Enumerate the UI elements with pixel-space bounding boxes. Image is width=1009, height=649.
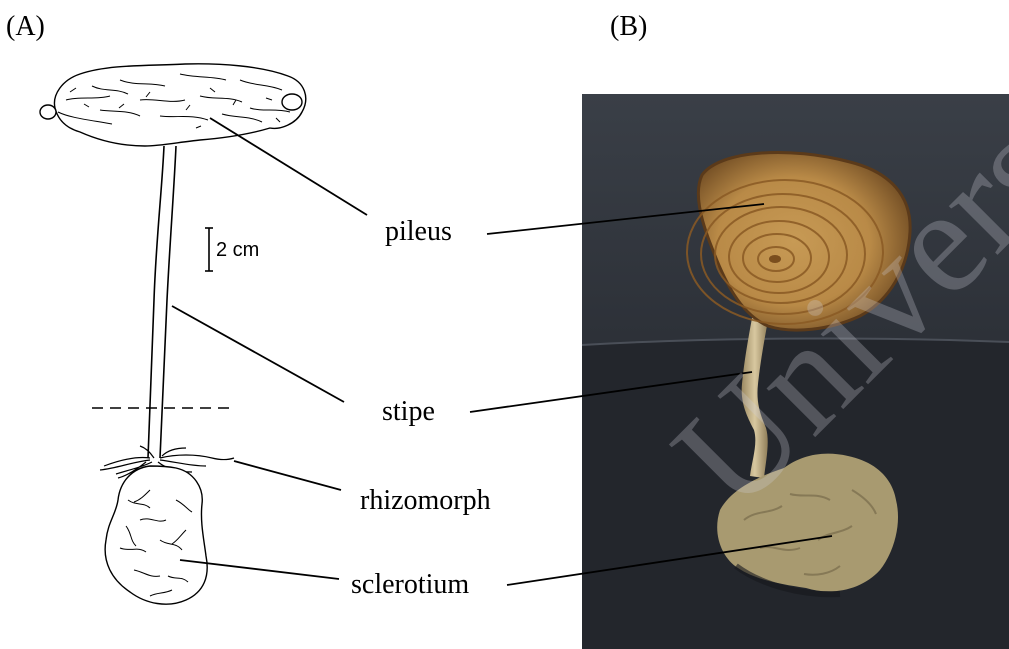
pileus-drawing bbox=[40, 64, 306, 146]
photo-panel-b bbox=[582, 94, 1009, 649]
scale-bar bbox=[205, 228, 213, 271]
scale-bar-label: 2 cm bbox=[216, 240, 259, 260]
label-sclerotium: sclerotium bbox=[351, 571, 469, 599]
label-pileus: pileus bbox=[385, 218, 452, 246]
pileus-line-a bbox=[210, 118, 367, 215]
stipe-drawing bbox=[148, 146, 176, 458]
panel-label-b: (B) bbox=[610, 13, 647, 41]
label-stipe: stipe bbox=[382, 398, 435, 426]
sclerotium-drawing bbox=[105, 466, 207, 604]
rhizomorph-line-a bbox=[234, 461, 341, 490]
label-rhizomorph: rhizomorph bbox=[360, 487, 491, 515]
stipe-line-a bbox=[172, 306, 344, 402]
panel-label-a: (A) bbox=[6, 13, 45, 41]
drawing-panel-a bbox=[40, 64, 306, 604]
